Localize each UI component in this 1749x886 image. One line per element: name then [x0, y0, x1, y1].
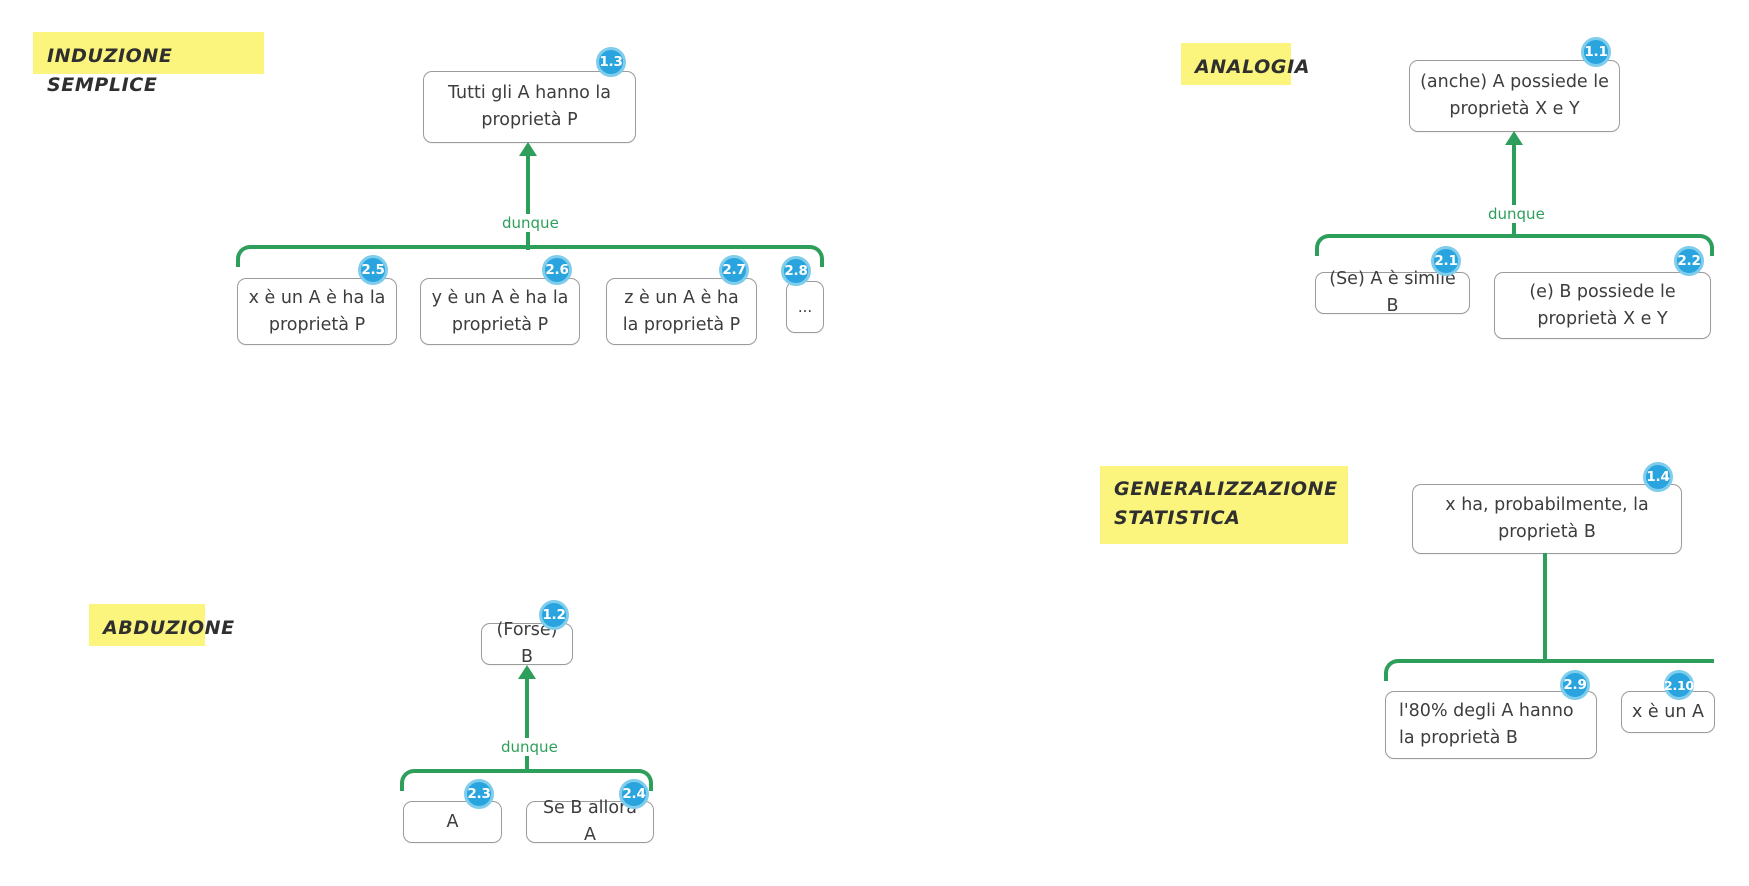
node-1-2[interactable]: (Forse) B — [481, 620, 573, 667]
badge-2-6[interactable]: 2.6 — [542, 255, 572, 285]
section-label-induzione: Induzione semplice — [33, 32, 264, 96]
node-2-6[interactable]: y è un A è ha la proprietà P — [420, 278, 580, 345]
node-1-4-text: x ha, probabilmente, la proprietà B — [1445, 495, 1649, 542]
badge-2-7[interactable]: 2.7 — [719, 255, 749, 285]
node-2-10-text: x è un A — [1632, 701, 1704, 722]
node-2-9[interactable]: l'80% degli A hanno la proprietà B — [1385, 691, 1597, 759]
bracket-abduzione — [400, 769, 653, 791]
edge-label-abduzione: dunque — [496, 738, 563, 756]
node-2-5-text: x è un A è ha la proprietà P — [248, 287, 386, 335]
connector-vertical-induzione — [526, 154, 530, 250]
node-2-1-text: (Se) A è simile B — [1329, 269, 1456, 316]
node-2-8[interactable]: ... — [786, 281, 824, 333]
node-2-7[interactable]: z è un A è ha la proprietà P — [606, 278, 757, 345]
badge-2-3[interactable]: 2.3 — [464, 779, 494, 809]
node-2-6-text: y è un A è ha la proprietà P — [431, 287, 569, 335]
node-2-4-text: Se B allora A — [542, 798, 638, 845]
node-1-1-text: (anche) A possiede le proprietà X e Y — [1420, 72, 1609, 119]
node-2-1[interactable]: (Se) A è simile B — [1315, 269, 1470, 316]
badge-1-2[interactable]: 1.2 — [539, 600, 569, 630]
edge-label-induzione: dunque — [497, 214, 564, 232]
arrowhead-abduzione — [518, 665, 536, 679]
badge-1-3[interactable]: 1.3 — [596, 47, 626, 77]
node-2-9-text: l'80% degli A hanno la proprietà B — [1399, 701, 1574, 748]
connector-vertical-abduzione — [525, 677, 529, 773]
node-2-5[interactable]: x è un A è ha la proprietà P — [237, 278, 397, 345]
node-2-3[interactable]: A — [403, 801, 502, 843]
badge-1-4[interactable]: 1.4 — [1643, 462, 1673, 492]
badge-2-5[interactable]: 2.5 — [358, 255, 388, 285]
node-1-4[interactable]: x ha, probabilmente, la proprietà B — [1412, 484, 1682, 554]
node-1-1[interactable]: (anche) A possiede le proprietà X e Y — [1409, 60, 1620, 132]
connector-vertical-analogia — [1512, 143, 1516, 238]
node-2-2[interactable]: (e) B possiede le proprietà X e Y — [1494, 272, 1711, 339]
edge-label-analogia: dunque — [1483, 205, 1550, 223]
bracket-induzione — [236, 245, 824, 267]
section-label-abduzione: Abduzione — [89, 604, 234, 646]
arrowhead-induzione — [519, 142, 537, 156]
connector-vertical-generalizzazione — [1543, 553, 1547, 663]
badge-1-1[interactable]: 1.1 — [1581, 37, 1611, 67]
arrowhead-analogia — [1505, 131, 1523, 145]
node-2-10[interactable]: x è un A — [1621, 691, 1715, 733]
node-2-2-text: (e) B possiede le proprietà X e Y — [1529, 281, 1676, 329]
bracket-analogia — [1315, 234, 1714, 256]
node-1-3-text: Tutti gli A hanno la proprietà P — [447, 83, 612, 130]
node-2-8-text: ... — [797, 297, 813, 316]
badge-2-4[interactable]: 2.4 — [619, 779, 649, 809]
section-label-generalizzazione: Generalizzazione statistica — [1100, 466, 1348, 544]
badge-2-10[interactable]: 2.10 — [1664, 670, 1694, 700]
badge-2-2[interactable]: 2.2 — [1674, 246, 1704, 276]
bracket-generalizzazione — [1384, 659, 1714, 681]
node-1-3[interactable]: Tutti gli A hanno la proprietà P — [423, 71, 636, 143]
node-2-3-text: A — [446, 811, 459, 832]
badge-2-8[interactable]: 2.8 — [781, 256, 811, 286]
section-label-analogia: Analogia — [1181, 43, 1309, 85]
node-2-7-text: z è un A è ha la proprietà P — [622, 287, 741, 335]
badge-2-1[interactable]: 2.1 — [1431, 246, 1461, 276]
badge-2-9[interactable]: 2.9 — [1560, 670, 1590, 700]
